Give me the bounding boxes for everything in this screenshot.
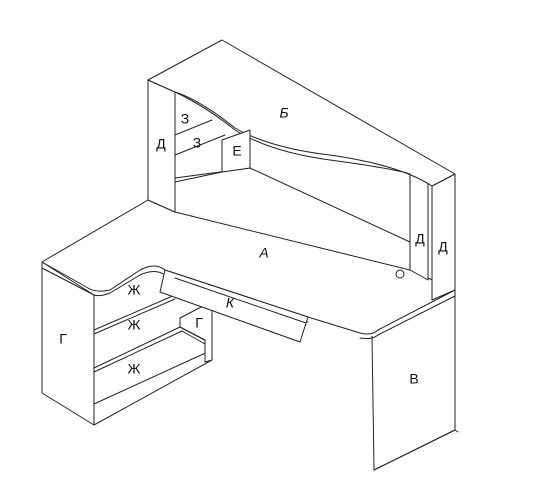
desk-top [41, 199, 456, 335]
label-a: А [258, 245, 268, 261]
hutch-small-panel [221, 129, 251, 173]
hutch-shelf-base-2 [174, 171, 223, 183]
hutch-shelf-lower [174, 134, 226, 156]
right-pedestal-foot [373, 429, 459, 471]
label-d-left: Д [156, 136, 166, 152]
label-v: В [409, 371, 418, 387]
label-zh-middle: Ж [128, 317, 141, 333]
hutch-right-support-outer [431, 173, 456, 301]
label-k: К [226, 295, 235, 311]
label-d-right-outer: Д [438, 239, 448, 255]
hutch-top-front-edge [174, 91, 411, 175]
hutch-shelf-upper [174, 119, 213, 136]
inner-side-panel [179, 304, 213, 363]
hutch-right-support-inner [409, 173, 429, 281]
keyboard-tray [159, 269, 309, 343]
label-z-upper: З [181, 111, 189, 127]
label-zh-bottom: Ж [128, 361, 141, 377]
cable-hole [395, 269, 405, 279]
shelf-bottom [93, 349, 213, 405]
label-zh-top: Ж [128, 282, 141, 298]
desk-top-edge-right [359, 295, 456, 340]
label-g-inner: Г [195, 315, 203, 331]
shelf-middle [93, 298, 176, 335]
label-d-right-inner: Д [415, 231, 425, 247]
label-e: Е [232, 143, 241, 159]
label-g-left: Г [59, 331, 67, 347]
shelf-top [93, 294, 176, 331]
shelf-middle-2b [93, 330, 213, 373]
label-b: Б [279, 105, 288, 121]
keyboard-tray-inner [174, 277, 307, 324]
desk-top-edge [41, 261, 309, 323]
label-z-lower: З [193, 135, 201, 151]
hutch-top [147, 39, 456, 187]
